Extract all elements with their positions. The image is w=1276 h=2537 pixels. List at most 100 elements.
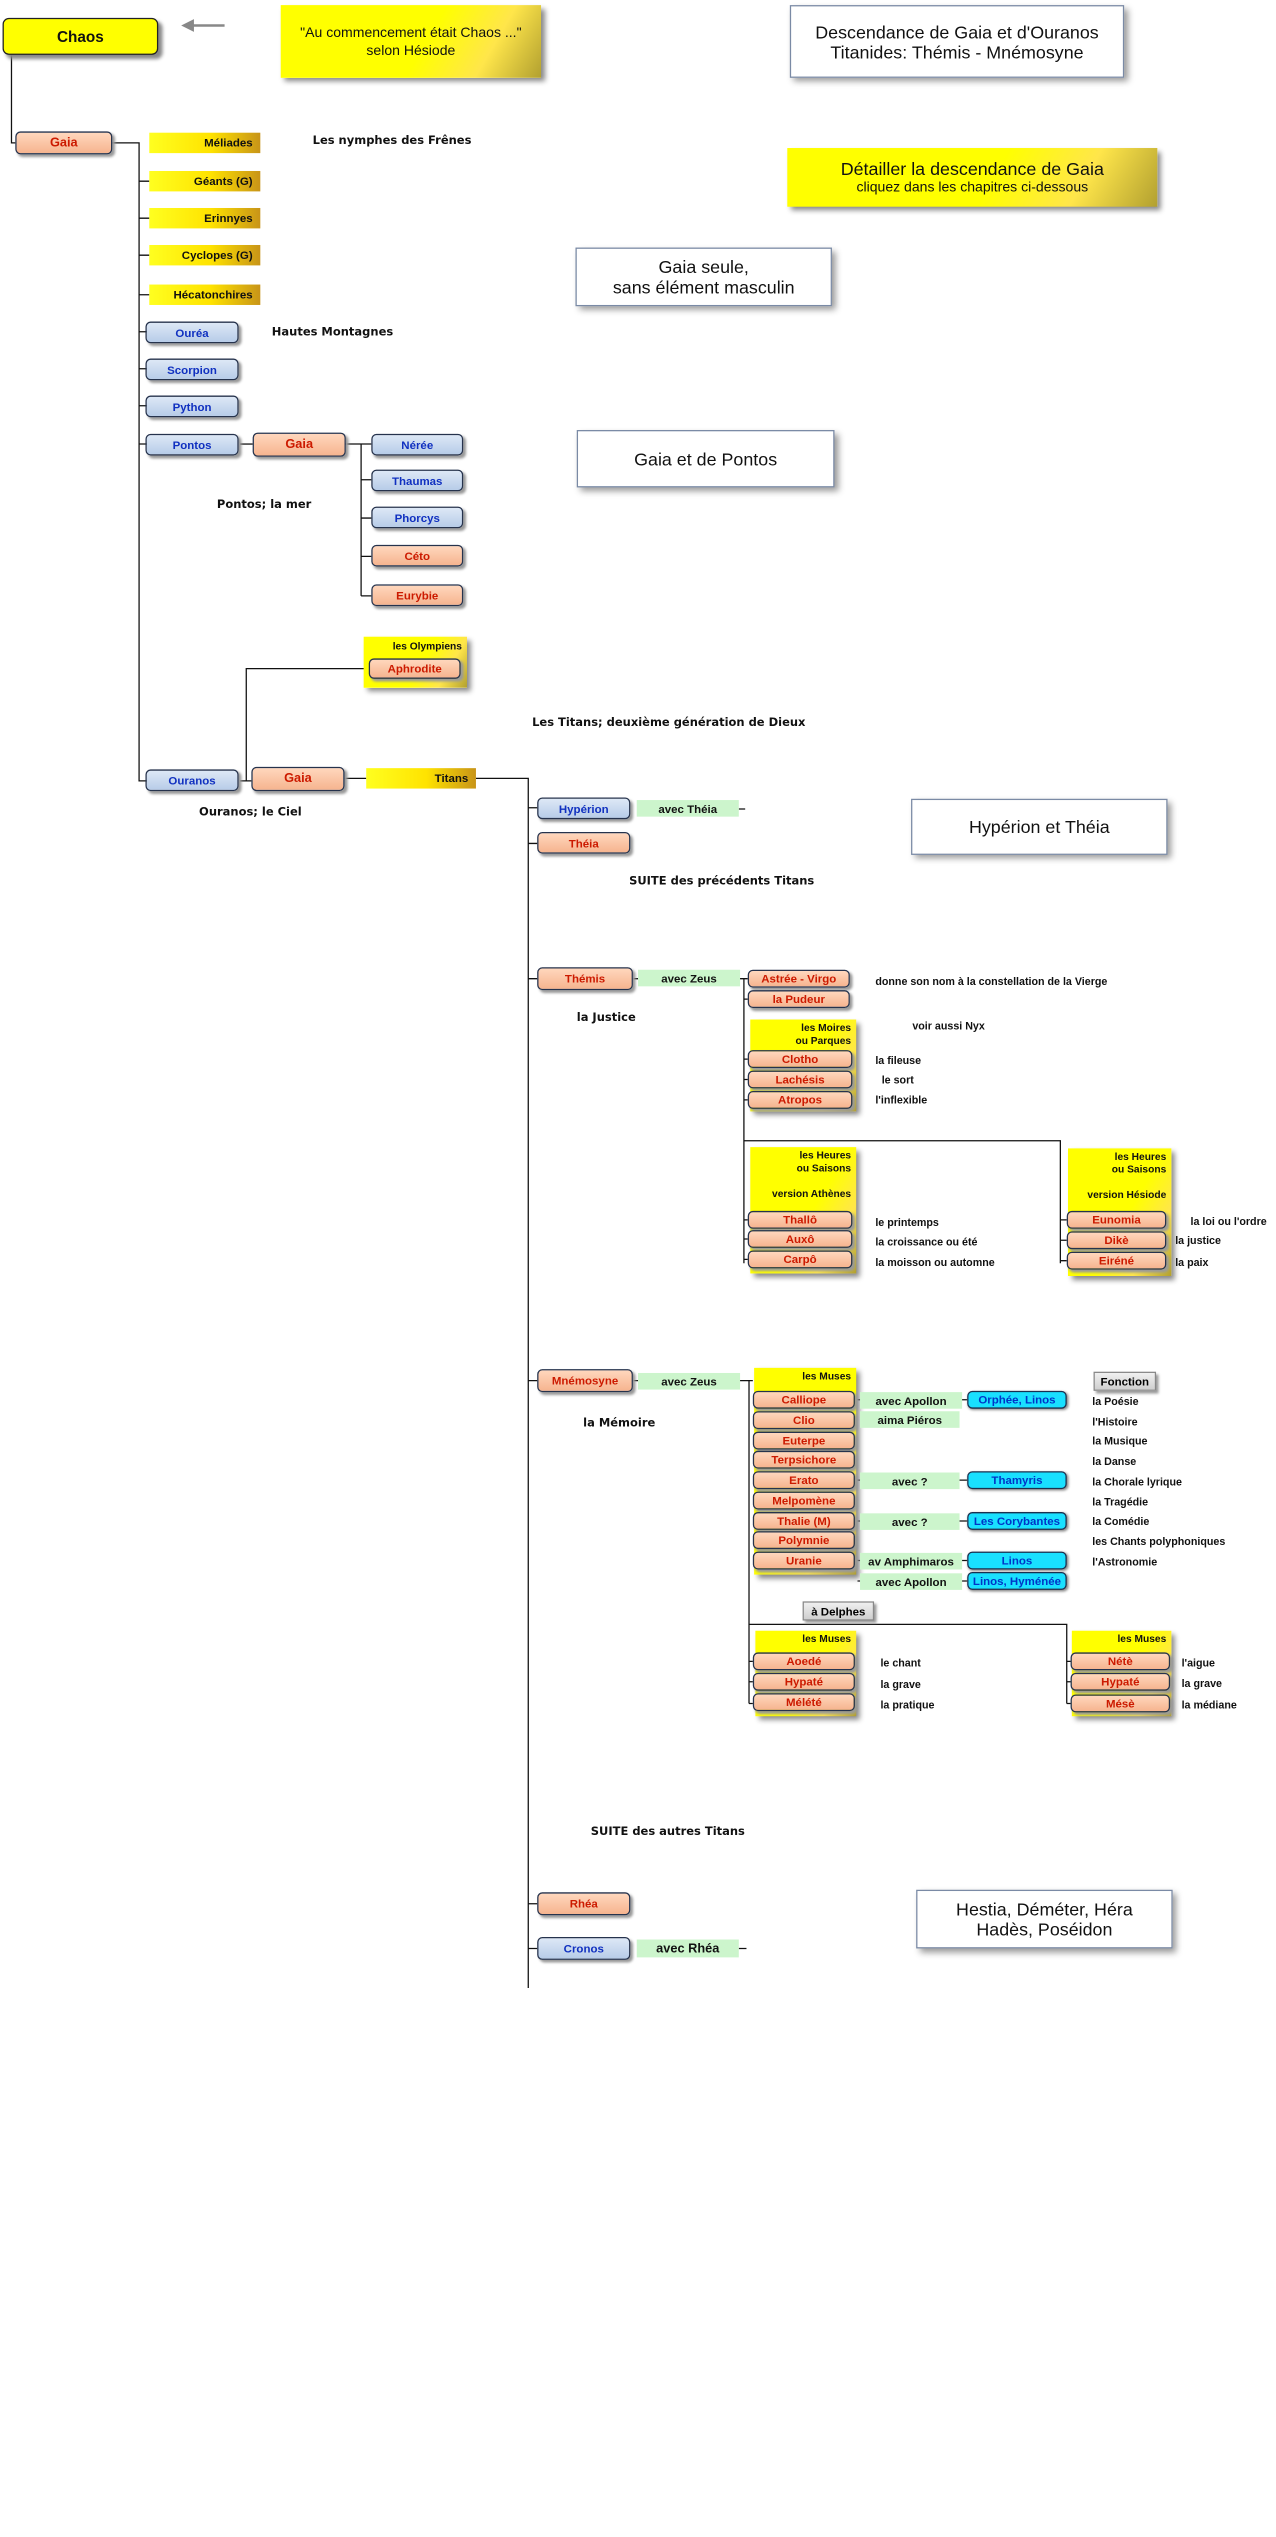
node-hyperion[interactable]: Hypérion: [537, 797, 631, 820]
label-ouranos-ciel: Ouranos; le Ciel: [199, 806, 302, 820]
label-croissance: la croissance ou été: [875, 1235, 978, 1248]
node-ouranos[interactable]: Ouranos: [145, 769, 239, 792]
node-hecatonchires[interactable]: Hécatonchires: [149, 284, 261, 305]
node-cronos[interactable]: Cronos: [537, 1936, 631, 1960]
node-uranie[interactable]: Uranie: [752, 1551, 855, 1570]
node-python[interactable]: Python: [145, 395, 239, 418]
node-clotho[interactable]: Clotho: [747, 1050, 853, 1069]
group-moires-title-2: ou Parques: [795, 1034, 852, 1047]
label-pontos-mer: Pontos; la mer: [216, 498, 312, 512]
node-thallo[interactable]: Thallô: [747, 1210, 853, 1229]
label-printemps: le printemps: [875, 1216, 939, 1229]
node-melpomene[interactable]: Melpomène: [752, 1491, 855, 1510]
label-chorale: la Chorale lyrique: [1092, 1475, 1182, 1488]
node-auxo[interactable]: Auxô: [747, 1230, 853, 1248]
node-atropos[interactable]: Atropos: [747, 1090, 853, 1109]
link-hyperion-theia[interactable]: Hypérion et Théia: [911, 798, 1168, 855]
label-avec-zeus-1: avec Zeus: [638, 969, 741, 987]
node-meliades[interactable]: Méliades: [149, 132, 261, 154]
node-eirene[interactable]: Eiréné: [1066, 1251, 1167, 1270]
node-pontos[interactable]: Pontos: [145, 433, 239, 456]
quote-box: "Au commencement était Chaos ..."selon H…: [280, 5, 542, 78]
node-pudeur[interactable]: la Pudeur: [747, 990, 850, 1009]
node-ourea[interactable]: Ouréa: [145, 321, 239, 344]
label-avec-q-1: avec ?: [860, 1472, 960, 1490]
link-gaia-pontos[interactable]: Gaia et de Pontos: [576, 430, 835, 488]
label-fileuse: la fileuse: [875, 1053, 922, 1067]
node-astree[interactable]: Astrée - Virgo: [747, 969, 850, 988]
label-suite-precedents[interactable]: SUITE des précédents Titans: [629, 875, 815, 889]
group-olympiens-title: les Olympiens: [392, 640, 462, 653]
title-line-2: Titanides: Thémis - Mnémosyne: [830, 41, 1084, 62]
label-mediane: la médiane: [1181, 1698, 1237, 1712]
node-orphee[interactable]: Orphée, Linos: [967, 1390, 1067, 1409]
node-thaumas[interactable]: Thaumas: [371, 469, 464, 492]
node-gaia-2[interactable]: Gaia: [252, 432, 346, 457]
node-melete[interactable]: Mélété: [752, 1693, 855, 1712]
label-grave-1: la grave: [880, 1677, 921, 1691]
label-aigue: l'aigue: [1181, 1656, 1216, 1670]
label-inflexible: l'inflexible: [875, 1093, 928, 1107]
node-aoede[interactable]: Aoedé: [752, 1652, 855, 1671]
node-themis[interactable]: Thémis: [537, 967, 633, 991]
label-suite-autres[interactable]: SUITE des autres Titans: [590, 1825, 745, 1839]
node-carpo[interactable]: Carpô: [747, 1250, 853, 1269]
node-geants[interactable]: Géants (G): [149, 170, 261, 192]
node-titans[interactable]: Titans: [366, 768, 476, 789]
label-pratique: la pratique: [880, 1698, 935, 1712]
label-avec-theia: avec Théia: [636, 800, 739, 817]
node-clio[interactable]: Clio: [752, 1411, 855, 1430]
node-eunomia[interactable]: Eunomia: [1066, 1210, 1167, 1229]
chaos-node[interactable]: Chaos: [2, 17, 159, 55]
node-gaia[interactable]: Gaia: [15, 131, 113, 155]
label-aima-pieros: aima Piéros: [860, 1411, 960, 1428]
label-musique: la Musique: [1092, 1434, 1148, 1447]
fonction-button[interactable]: Fonction: [1093, 1371, 1157, 1391]
label-paix: la paix: [1175, 1255, 1209, 1269]
group-heures-hesiode-title-3: version Hésiode: [1087, 1189, 1167, 1201]
node-mnemosyne[interactable]: Mnémosyne: [537, 1369, 633, 1393]
label-voir-nyx: voir aussi Nyx: [912, 1019, 985, 1033]
node-polymnie[interactable]: Polymnie: [752, 1531, 855, 1550]
node-thamyris[interactable]: Thamyris: [967, 1471, 1067, 1490]
node-corybantes[interactable]: Les Corybantes: [967, 1512, 1067, 1530]
node-hypate-1[interactable]: Hypaté: [752, 1672, 855, 1691]
node-cyclopes[interactable]: Cyclopes (G): [149, 244, 261, 266]
node-neree[interactable]: Nérée: [371, 433, 464, 456]
node-thalie[interactable]: Thalie (M): [752, 1512, 855, 1530]
node-gaia-3[interactable]: Gaia: [251, 766, 345, 792]
node-terpsichore[interactable]: Terpsichore: [752, 1450, 855, 1469]
node-nete[interactable]: Nétè: [1070, 1652, 1171, 1671]
label-avec-q-2: avec ?: [860, 1513, 960, 1530]
node-scorpion[interactable]: Scorpion: [145, 358, 239, 381]
node-erato[interactable]: Erato: [752, 1471, 855, 1490]
group-moires-title-1: les Moires: [801, 1022, 852, 1034]
node-mese[interactable]: Mésè: [1070, 1694, 1171, 1713]
node-erinnyes[interactable]: Erinnyes: [149, 207, 261, 229]
node-theia[interactable]: Théia: [537, 831, 631, 854]
link-hestia-line-2: Hadès, Poséidon: [976, 1919, 1113, 1940]
label-avec-apollon-2: avec Apollon: [860, 1573, 963, 1590]
node-linos[interactable]: Linos: [967, 1551, 1067, 1570]
node-linos-hymenee[interactable]: Linos, Hyménée: [967, 1572, 1067, 1590]
label-hautes-montagnes: Hautes Montagnes: [271, 326, 394, 340]
node-euterpe[interactable]: Euterpe: [752, 1431, 855, 1450]
node-aphrodite[interactable]: Aphrodite: [368, 658, 461, 679]
node-rhea[interactable]: Rhéa: [537, 1892, 631, 1916]
node-ceto[interactable]: Céto: [371, 544, 464, 567]
a-delphes-button[interactable]: à Delphes: [802, 1601, 875, 1621]
node-hypate-2[interactable]: Hypaté: [1070, 1672, 1171, 1691]
group-muses-delphes-2-title: les Muses: [1117, 1633, 1167, 1645]
node-eurybie[interactable]: Eurybie: [371, 584, 464, 607]
label-grave-2: la grave: [1181, 1676, 1222, 1690]
label-tragedie: la Tragédie: [1092, 1495, 1149, 1509]
node-calliope[interactable]: Calliope: [752, 1390, 855, 1409]
node-phorcys[interactable]: Phorcys: [371, 506, 464, 529]
node-dike[interactable]: Dikè: [1066, 1231, 1167, 1250]
node-lachesis[interactable]: Lachésis: [747, 1070, 853, 1089]
link-gaia-seule[interactable]: Gaia seule,sans élément masculin: [575, 247, 832, 307]
link-gaia-seule-line-2: sans élément masculin: [612, 276, 795, 298]
